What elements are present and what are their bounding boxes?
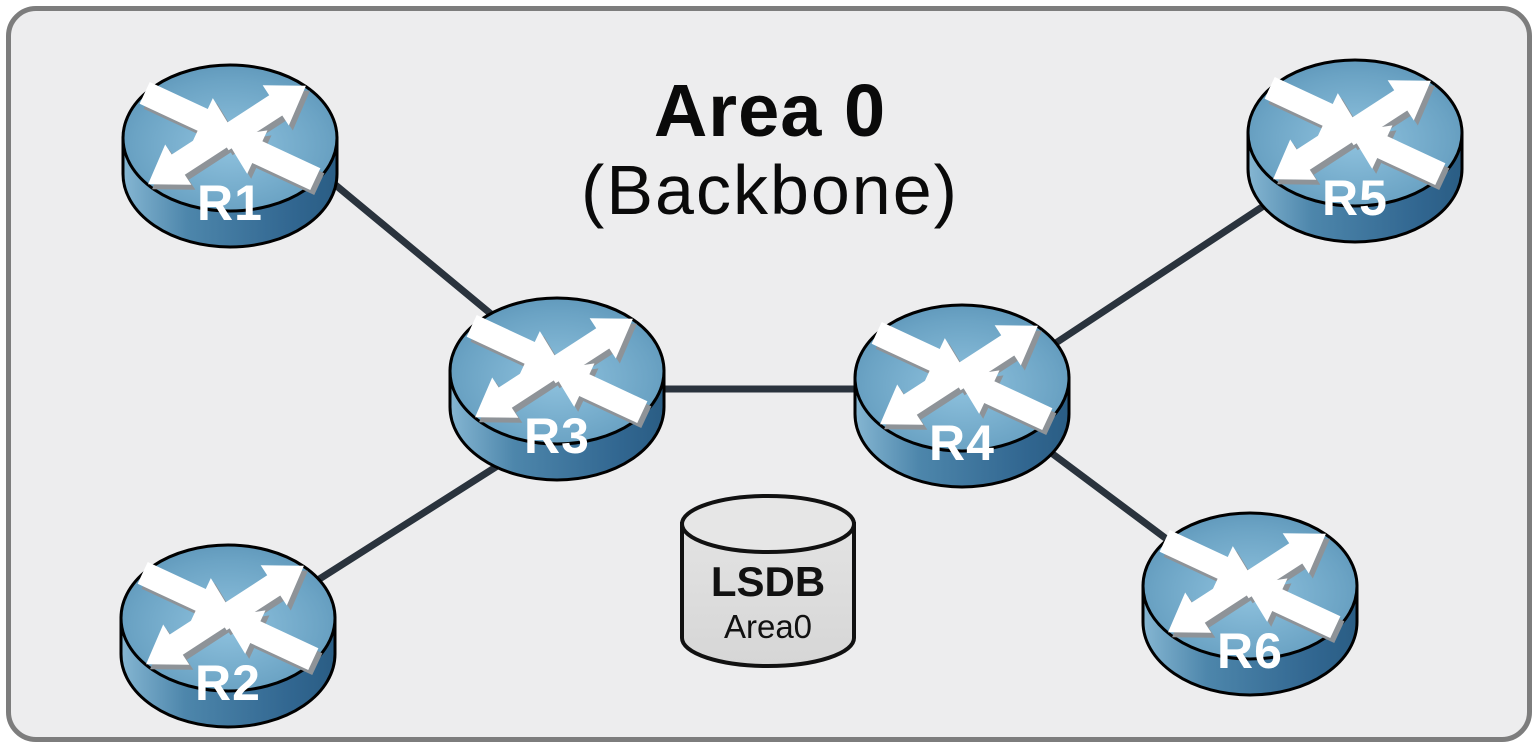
router-r5-label: R5 xyxy=(1322,170,1388,226)
router-r1: R1 xyxy=(120,60,340,252)
lsdb-area-label: Area0 xyxy=(723,608,813,645)
router-r1-label: R1 xyxy=(197,175,263,231)
lsdb-label: LSDB xyxy=(710,558,826,605)
database-icon xyxy=(680,494,856,668)
router-r4-label: R4 xyxy=(929,415,995,471)
lsdb-database: LSDB Area0 xyxy=(678,492,858,672)
router-r5: R5 xyxy=(1245,55,1465,247)
router-r6-label: R6 xyxy=(1217,623,1283,679)
router-r2: R2 xyxy=(118,540,338,732)
area-title: Area 0 (Backbone) xyxy=(440,72,1100,230)
router-r3-label: R3 xyxy=(524,408,590,464)
area-title-line2: (Backbone) xyxy=(581,150,959,229)
router-r2-label: R2 xyxy=(195,655,261,711)
router-r3: R3 xyxy=(447,293,667,485)
router-r6: R6 xyxy=(1140,508,1360,700)
area-title-line1: Area 0 xyxy=(653,69,887,152)
router-r4: R4 xyxy=(852,300,1072,492)
